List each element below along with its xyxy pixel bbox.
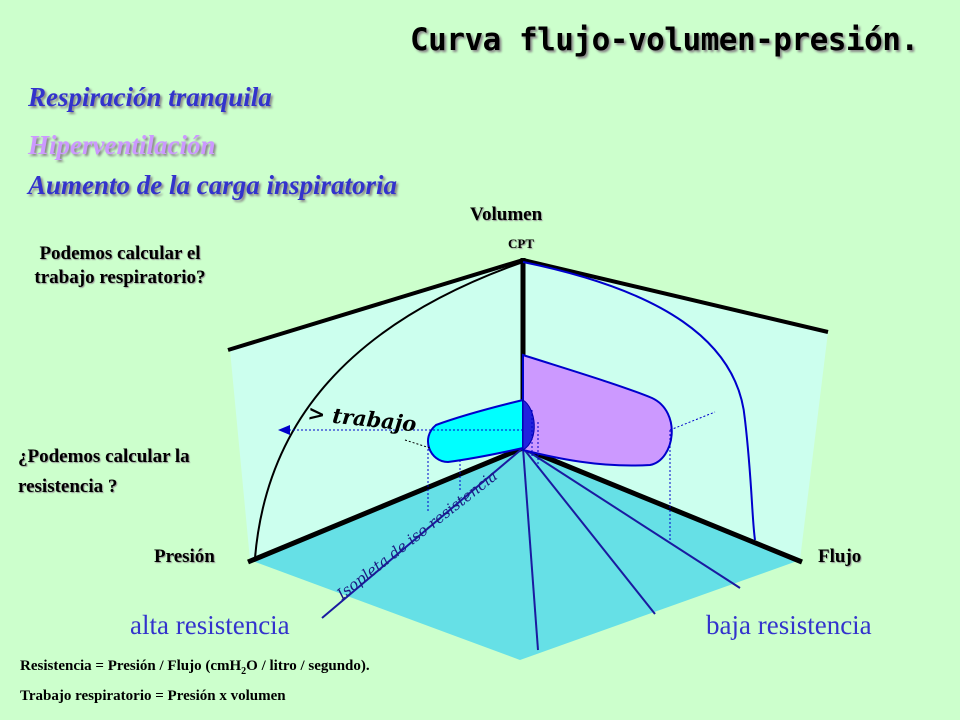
hyperventilation-loop xyxy=(522,353,673,467)
isopleth-line xyxy=(522,447,741,589)
isopleth-line xyxy=(321,447,524,619)
quiet-breathing-loop xyxy=(522,399,535,451)
formula-resistance-subscript: 2 xyxy=(241,666,247,677)
max-flow-volume-curve xyxy=(522,261,756,541)
formula-resistance-prefix: Resistencia = Presión / Flujo (cmH xyxy=(20,658,242,674)
label-high-resistance: alta resistencia xyxy=(130,610,290,640)
cpt-edge-right xyxy=(522,258,829,334)
pressure-axis xyxy=(247,445,524,565)
pressure-flow-plane xyxy=(250,448,800,660)
cpt-edge-left xyxy=(227,258,524,352)
axis-label-cpt: CPT xyxy=(508,236,534,251)
subtitle-quiet-breathing: Respiración tranquila xyxy=(28,82,272,112)
projection-line xyxy=(669,411,716,431)
isopleth-line xyxy=(522,447,539,651)
question-resistance: ¿Podemos calcular la resistencia ? xyxy=(18,446,190,497)
axis-label-flow: Flujo xyxy=(818,546,862,567)
page-title: Curva flujo-volumen-presión. xyxy=(410,22,919,58)
isopleth-line xyxy=(522,447,656,615)
formula-resistance-suffix: O / litro / segundo). xyxy=(246,658,370,674)
formula-resistance: Resistencia = Presión / Flujo (cmH2O / l… xyxy=(20,658,370,677)
pressure-volume-plane xyxy=(230,262,523,560)
pressure-volume-curve xyxy=(254,261,524,559)
subtitle-inspiratory-load: Aumento de la carga inspiratoria xyxy=(28,170,398,200)
axis-label-volume: Volumen xyxy=(470,204,543,225)
question-work: Podemos calcular el trabajo respiratorio… xyxy=(34,243,206,288)
label-low-resistance: baja resistencia xyxy=(706,610,872,640)
flow-axis xyxy=(522,445,803,565)
projection-arrow xyxy=(278,425,290,435)
axis-label-pressure: Presión xyxy=(154,546,215,567)
formula-work: Trabajo respiratorio = Presión x volumen xyxy=(20,688,286,704)
projection-line xyxy=(404,439,431,449)
subtitle-hyperventilation: Hiperventilación xyxy=(28,130,216,160)
